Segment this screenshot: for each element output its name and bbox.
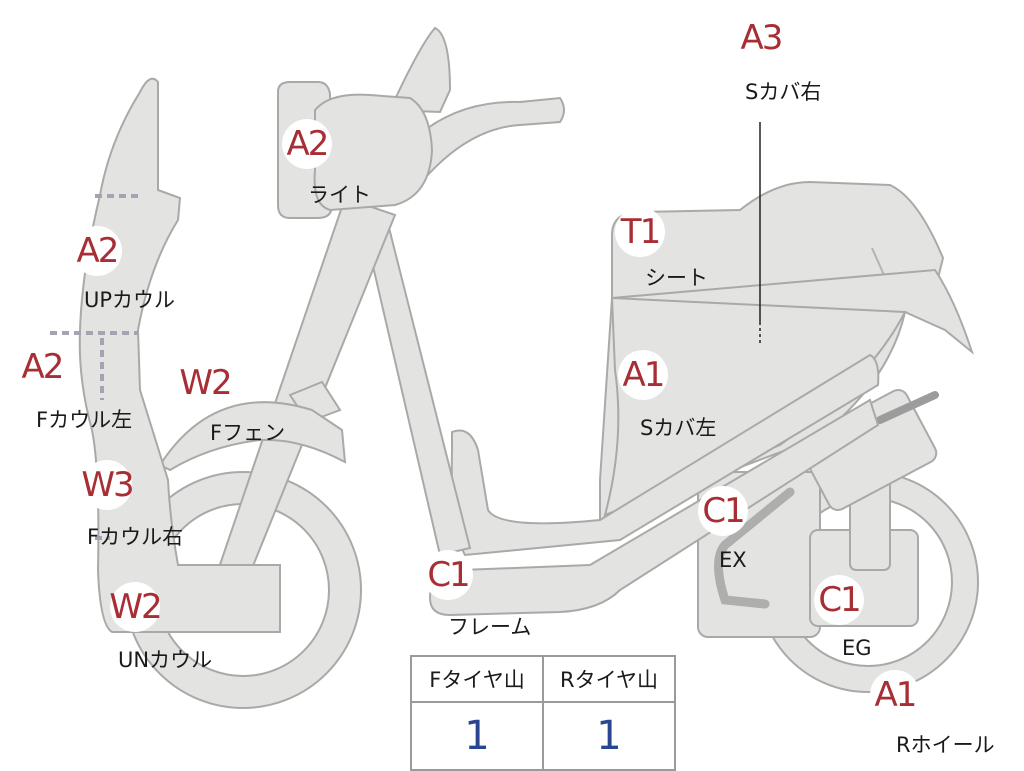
badge-s-cover-left: A1 bbox=[618, 350, 668, 400]
rear-tire-value: 1 bbox=[542, 701, 676, 771]
label-seat: シート bbox=[645, 266, 708, 290]
rear-tire-header: Rタイヤ山 bbox=[542, 655, 676, 703]
label-up-cowl: UPカウル bbox=[84, 288, 176, 312]
label-f-cowl-left: Fカウル左 bbox=[36, 408, 133, 432]
badge-up-cowl: A2 bbox=[72, 226, 122, 276]
front-fender-shape bbox=[158, 401, 347, 472]
front-tire-value: 1 bbox=[410, 701, 544, 771]
tire-table-value-row: 1 1 bbox=[410, 701, 676, 771]
rear-body bbox=[599, 122, 975, 522]
badge-s-cover-right: A3 bbox=[736, 13, 786, 63]
badge-engine: C1 bbox=[814, 575, 864, 625]
front-tire-header: Fタイヤ山 bbox=[410, 655, 544, 703]
label-r-wheel: Rホイール bbox=[896, 733, 995, 757]
label-un-cowl: UNカウル bbox=[118, 648, 213, 672]
badge-frame: C1 bbox=[423, 550, 473, 600]
badge-r-wheel: A1 bbox=[870, 670, 920, 720]
label-f-fender: Fフェン bbox=[210, 421, 286, 445]
exhaust-pipe bbox=[714, 487, 795, 609]
badge-light: A2 bbox=[282, 119, 332, 169]
badge-f-cowl-right: W3 bbox=[81, 460, 135, 510]
label-light: ライト bbox=[308, 183, 371, 207]
label-s-cover-right: Sカバ右 bbox=[745, 80, 822, 104]
label-f-cowl-right: Fカウル右 bbox=[87, 525, 184, 549]
label-frame: フレーム bbox=[448, 615, 532, 639]
handlebar-shape bbox=[388, 26, 565, 180]
badge-un-cowl: W2 bbox=[109, 582, 163, 632]
badge-exhaust: C1 bbox=[698, 486, 748, 536]
badge-f-fender: W2 bbox=[179, 358, 233, 408]
label-s-cover-left: Sカバ左 bbox=[640, 416, 717, 440]
badge-seat: T1 bbox=[615, 207, 665, 257]
label-exhaust: EX bbox=[719, 548, 747, 572]
label-engine: EG bbox=[842, 636, 872, 660]
badge-f-cowl-left: A2 bbox=[17, 342, 67, 392]
tire-tread-table: Fタイヤ山 Rタイヤ山 1 1 bbox=[410, 655, 676, 771]
tire-table-header-row: Fタイヤ山 Rタイヤ山 bbox=[410, 655, 676, 703]
